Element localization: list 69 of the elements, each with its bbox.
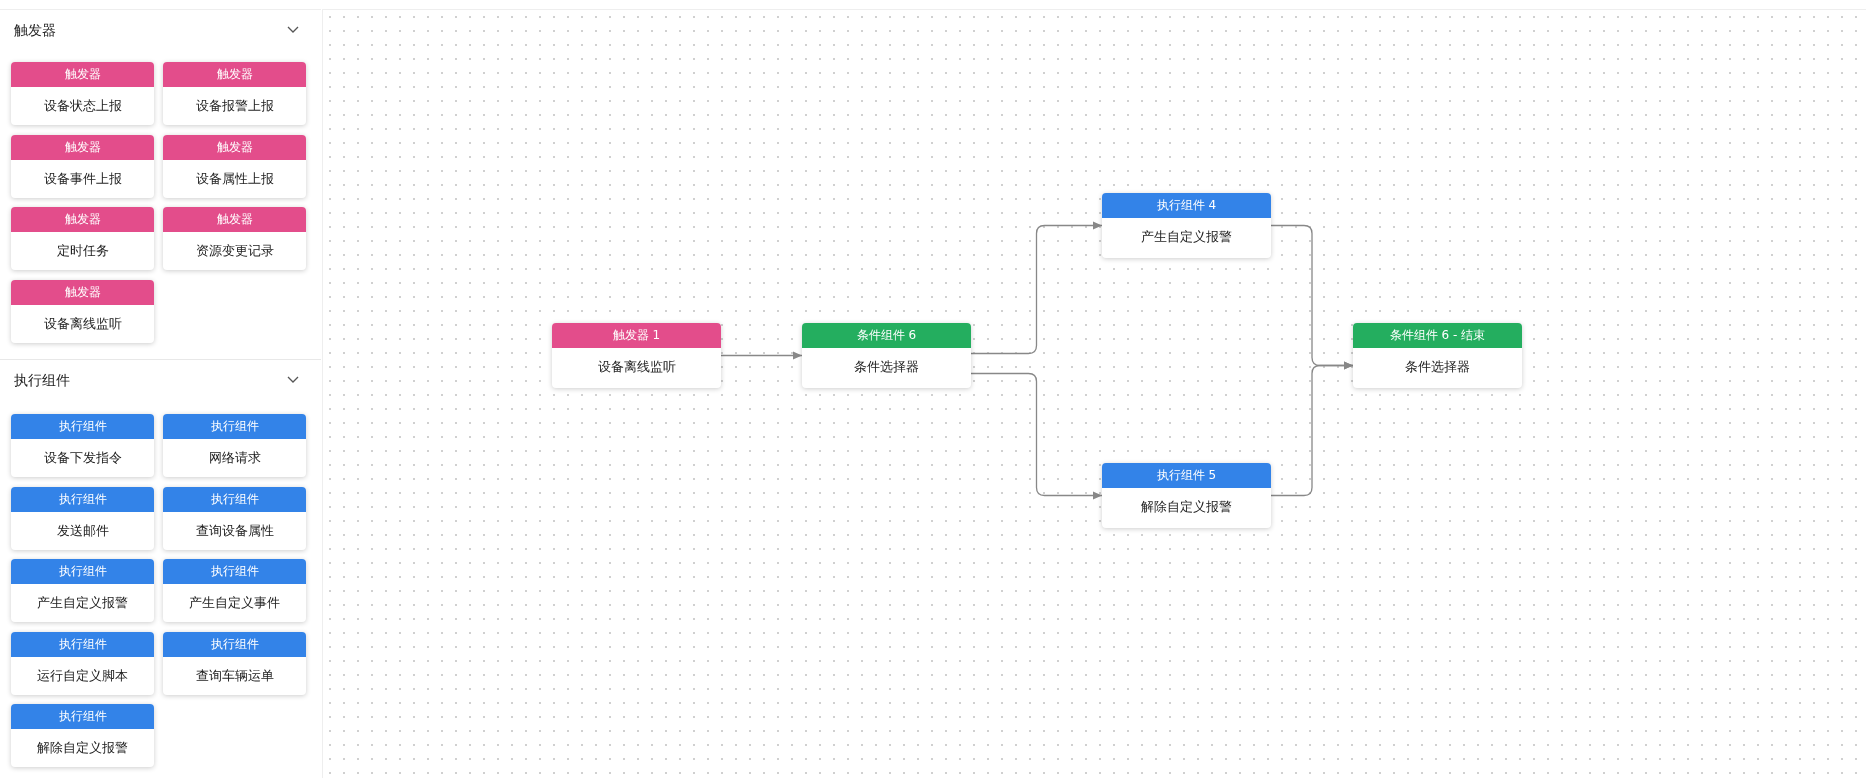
card-title: 触发器 1 (552, 323, 721, 348)
component-card (11, 207, 154, 270)
arrow (970, 372, 1103, 500)
flow-node-card (552, 323, 721, 388)
card-label: 设备离线监听 (596, 358, 677, 376)
card-label: 设备离线监听 (42, 314, 123, 333)
card-label: 运行自定义脚本 (36, 666, 129, 685)
card-label: 资源变更记录 (194, 242, 275, 260)
card-label: 条件选择器 (1404, 358, 1471, 376)
flow-node-card (1102, 463, 1271, 528)
card-label: 查询车辆运单 (194, 666, 275, 685)
component-card (11, 631, 154, 695)
card-title: 触发器 (163, 62, 306, 87)
card-title: 条件组件 6 (802, 323, 971, 348)
card-title: 执行组件 (11, 486, 154, 512)
component-card (163, 62, 306, 125)
component-card (11, 486, 154, 550)
card-label: 产生自定义报警 (1140, 228, 1233, 246)
card-label: 产生自定义事件 (188, 594, 281, 612)
component-card (163, 631, 306, 695)
component-card (11, 279, 154, 343)
panel-title: 触发器 (14, 22, 56, 40)
component-card (11, 704, 154, 767)
card-label: 查询设备属性 (194, 521, 275, 540)
card-label: 设备状态上报 (42, 97, 123, 115)
card-title: 触发器 (11, 62, 154, 87)
card-label: 解除自定义报警 (36, 739, 129, 757)
component-card (163, 134, 306, 198)
card-title: 执行组件 (11, 559, 154, 584)
arrow (970, 221, 1103, 355)
card-title: 执行组件 (11, 704, 154, 729)
card-title: 触发器 (163, 134, 306, 160)
card-title: 触发器 (11, 207, 154, 232)
card-title: 条件组件 6 - 结束 (1353, 323, 1522, 348)
card-label: 定时任务 (55, 242, 110, 260)
card-label: 条件选择器 (853, 358, 920, 376)
flow-node-card (1353, 323, 1522, 388)
card-title: 执行组件 4 (1102, 193, 1271, 218)
card-title: 执行组件 5 (1102, 463, 1271, 488)
card-title: 执行组件 (163, 414, 306, 439)
card-label: 网络请求 (207, 449, 262, 467)
component-card (163, 207, 306, 270)
card-title: 执行组件 (11, 631, 154, 657)
card-title: 执行组件 (163, 631, 306, 657)
card-title: 触发器 (11, 134, 154, 160)
component-card (11, 414, 154, 477)
component-card (163, 414, 306, 477)
card-label: 发送邮件 (55, 521, 110, 540)
card-label: 设备属性上报 (194, 169, 275, 188)
card-label: 设备事件上报 (42, 169, 123, 188)
flow-node-card (802, 323, 971, 388)
card-label: 解除自定义报警 (1140, 498, 1233, 516)
card-label: 设备下发指令 (42, 449, 123, 467)
card-title: 执行组件 (11, 414, 154, 439)
component-card (11, 559, 154, 622)
card-label: 产生自定义报警 (36, 594, 129, 612)
card-label: 设备报警上报 (194, 97, 275, 115)
component-card (11, 134, 154, 198)
component-card (163, 486, 306, 550)
arrow (720, 351, 803, 360)
arrow (1270, 361, 1354, 497)
card-title: 触发器 (11, 279, 154, 305)
component-card (11, 62, 154, 125)
panel-title: 执行组件 (14, 372, 70, 390)
card-title: 触发器 (163, 207, 306, 232)
flow-node-card (1102, 193, 1271, 258)
card-title: 执行组件 (163, 559, 306, 584)
component-card (163, 559, 306, 622)
card-title: 执行组件 (163, 486, 306, 512)
